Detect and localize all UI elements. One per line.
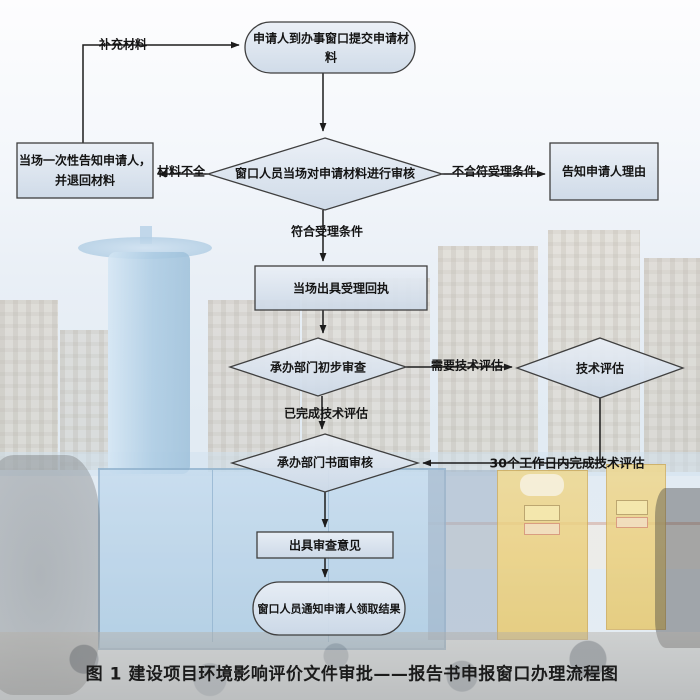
edge-need-eval-label: 需要技术评估 (430, 358, 504, 373)
return-materials-node-shape (16, 142, 154, 199)
edge-within-30-days-label: 30个工作日内完成技术评估 (489, 455, 645, 471)
edge-incomplete-label: 材料不全 (156, 164, 206, 179)
start-node-shape (244, 21, 416, 74)
issue-receipt-node-shape (254, 265, 428, 311)
issue-receipt-node-label: 当场出具受理回执 (292, 281, 390, 296)
tech-evaluation-decision-label: 技术评估 (575, 361, 625, 376)
edge-meet-label: 符合受理条件 (290, 224, 364, 239)
figure-caption: 图 1 建设项目环境影响评价文件审批——报告书申报窗口办理流程图 (85, 664, 619, 685)
edge-not-meet-label: 不合符受理条件 (451, 164, 537, 179)
inform-reason-node-shape (549, 142, 659, 201)
return-materials-node-label: 当场一次性告知申请人，并退回材料 (18, 153, 151, 188)
window-review-decision-label: 窗口人员当场对申请材料进行审核 (234, 166, 416, 181)
inform-reason-node-label: 告知申请人理由 (561, 164, 647, 179)
edge-eval-done-label: 已完成技术评估 (283, 406, 369, 421)
edge-supplement-line (82, 41, 240, 143)
initial-review-decision-shape (227, 337, 409, 397)
window-review-decision-shape (205, 137, 445, 211)
tech-evaluation-decision-shape (515, 337, 685, 399)
edge-supplement-label: 补充材料 (98, 37, 148, 52)
notify-result-node-label: 窗口人员通知申请人领取结果 (257, 602, 401, 616)
initial-review-decision-label: 承办部门初步审查 (269, 360, 367, 375)
issue-opinion-node-label: 出具审查意见 (288, 538, 362, 553)
written-review-decision-label: 承办部门书面审核 (276, 455, 374, 470)
start-node-label: 申请人到办事窗口提交申请材料 (252, 31, 409, 64)
